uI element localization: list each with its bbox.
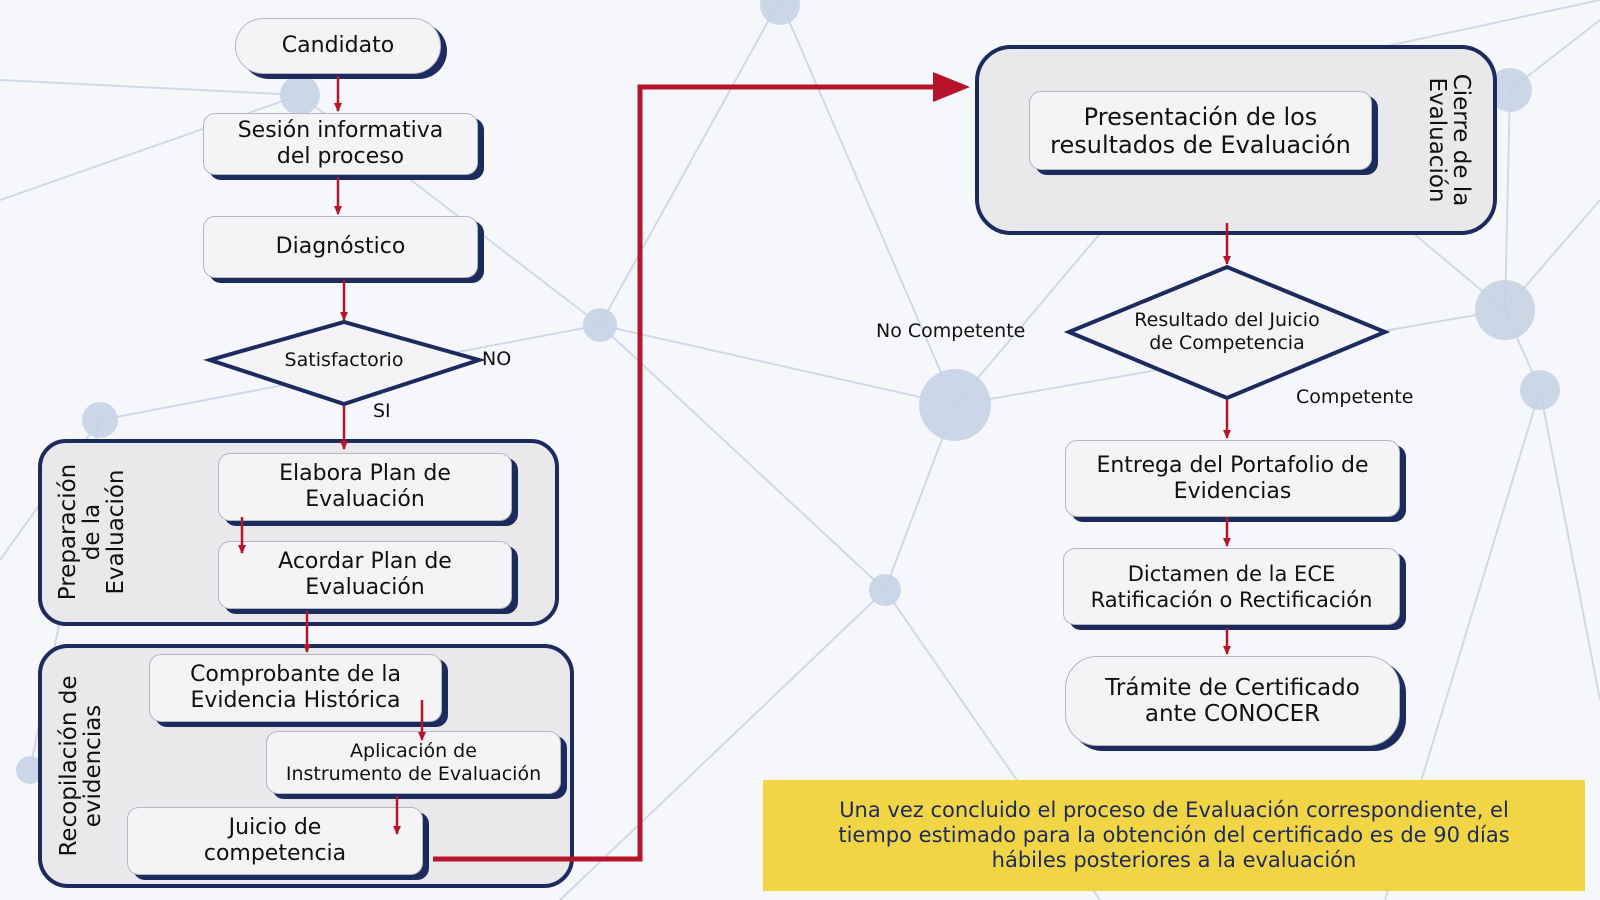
node-entrega-portafolio: Entrega del Portafolio de Evidencias bbox=[1065, 440, 1400, 517]
node-diagnostico: Diagnóstico bbox=[203, 216, 478, 278]
decision-si-label: SI bbox=[373, 400, 391, 422]
node-aplicacion-instrumento: Aplicación de Instrumento de Evaluación bbox=[266, 731, 561, 794]
arrow-juicio-cierre-head bbox=[933, 72, 970, 102]
node-acordar-plan: Acordar Plan de Evaluación bbox=[218, 541, 512, 609]
decision-resultado-juicio bbox=[1063, 264, 1391, 401]
node-presentacion-resultados: Presentación de los resultados de Evalua… bbox=[1029, 91, 1372, 170]
no-competente-label: No Competente bbox=[876, 320, 1026, 342]
node-sesion-informativa: Sesión informativa del proceso bbox=[203, 113, 478, 175]
decision-resultado-juicio-label: Resultado del Juicio de Competencia bbox=[1134, 309, 1320, 354]
decision-satisfactorio-label: Satisfactorio bbox=[284, 349, 404, 371]
arrow-juicio-cierre bbox=[433, 84, 935, 862]
decision-no-label: NO bbox=[482, 348, 512, 370]
info-note: Una vez concluido el proceso de Evaluaci… bbox=[763, 780, 1585, 891]
node-tramite-certificado: Trámite de Certificado ante CONOCER bbox=[1065, 656, 1400, 746]
node-dictamen-ece: Dictamen de la ECE Ratificación o Rectif… bbox=[1063, 548, 1400, 625]
node-comprobante: Comprobante de la Evidencia Histórica bbox=[149, 654, 442, 722]
node-elabora-plan: Elabora Plan de Evaluación bbox=[218, 453, 512, 521]
node-candidato: Candidato bbox=[235, 18, 441, 74]
decision-satisfactorio bbox=[203, 319, 486, 407]
node-juicio-competencia: Juicio de competencia bbox=[127, 807, 423, 875]
competente-label: Competente bbox=[1296, 386, 1414, 408]
